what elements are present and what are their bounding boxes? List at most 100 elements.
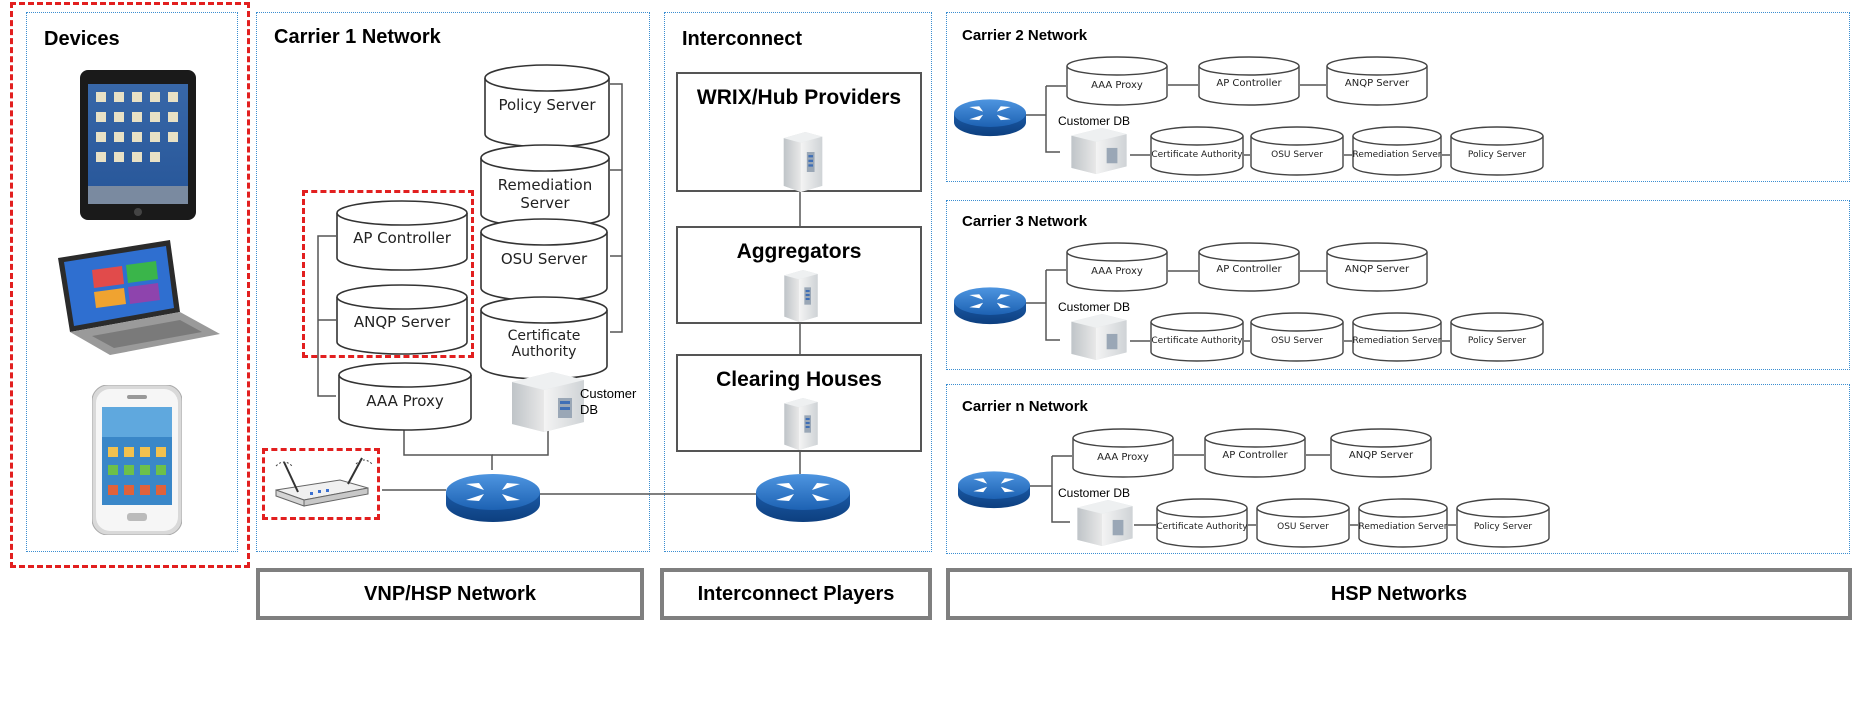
aaa-proxy-db: AAA Proxy — [338, 362, 472, 432]
database-cylinder-icon — [1450, 312, 1544, 362]
cn-osu-server-label: OSU Server — [1277, 522, 1329, 532]
policy-server-label: Policy Server — [498, 96, 596, 114]
osu-server-label: OSU Server — [500, 250, 588, 268]
devices-title: Devices — [44, 28, 120, 50]
cn-ap-controller-label: AP Controller — [1222, 450, 1288, 461]
wrix-hub-providers-box: WRIX/Hub Providers — [676, 72, 922, 192]
server-icon — [784, 270, 818, 322]
c2-osu-server-db: OSU Server — [1250, 126, 1344, 176]
router-icon — [954, 99, 1026, 137]
c3-anqp-server-label: ANQP Server — [1344, 264, 1410, 275]
server-icon — [1071, 314, 1127, 360]
c2-certificate-authority-db: Certificate Authority — [1150, 126, 1244, 176]
c2-aaa-proxy-label: AAA Proxy — [1091, 80, 1143, 91]
osu-server-db: OSU Server — [480, 218, 608, 302]
database-cylinder-icon — [336, 200, 468, 271]
c2-remediation-server-label: Remediation Server — [1352, 150, 1442, 160]
database-cylinder-icon — [1450, 126, 1544, 176]
c3-aaa-proxy-label: AAA Proxy — [1091, 266, 1143, 277]
server-icon — [1077, 500, 1133, 546]
cn-certificate-authority-label: Certificate Authority — [1156, 522, 1248, 532]
database-cylinder-icon — [1330, 428, 1432, 478]
carrier3-panel — [946, 200, 1850, 370]
interconnect-players-footer: Interconnect Players — [660, 568, 932, 620]
carrier2-panel — [946, 12, 1850, 182]
cn-policy-server-db: Policy Server — [1456, 498, 1550, 548]
carriern-title: Carrier n Network — [962, 398, 1088, 415]
aggregators-box: Aggregators — [676, 226, 922, 324]
cn-policy-server-label: Policy Server — [1473, 522, 1533, 532]
database-cylinder-icon — [1072, 428, 1174, 478]
router-icon — [446, 474, 540, 522]
database-cylinder-icon — [1066, 242, 1168, 292]
server-icon — [784, 398, 818, 450]
carrier2-title: Carrier 2 Network — [962, 27, 1088, 44]
certificate-authority-label: Certificate Authority — [507, 328, 581, 360]
ap-controller-label: AP Controller — [353, 229, 451, 247]
database-cylinder-icon — [1204, 428, 1306, 478]
database-cylinder-icon — [1250, 126, 1344, 176]
tablet-icon — [80, 70, 196, 220]
database-cylinder-icon — [1358, 498, 1448, 548]
anqp-server-label: ANQP Server — [353, 313, 451, 331]
aaa-proxy-label: AAA Proxy — [366, 392, 444, 410]
cn-aaa-proxy-label: AAA Proxy — [1097, 452, 1149, 463]
wap-highlight — [262, 448, 380, 520]
c2-ap-controller-db: AP Controller — [1198, 56, 1300, 106]
smartphone-icon — [92, 385, 182, 535]
clearing-houses-box: Clearing Houses — [676, 354, 922, 452]
router-icon — [756, 474, 850, 522]
c3-ap-controller-label: AP Controller — [1216, 264, 1282, 275]
database-cylinder-icon — [1326, 56, 1428, 106]
customer-db-label-line2: DB — [580, 402, 599, 417]
database-cylinder-icon — [1150, 312, 1244, 362]
c3-certificate-authority-label: Certificate Authority — [1151, 336, 1243, 346]
hsp-networks-footer: HSP Networks — [946, 568, 1852, 620]
c3-osu-server-db: OSU Server — [1250, 312, 1344, 362]
database-cylinder-icon — [336, 284, 468, 355]
c2-ap-controller-label: AP Controller — [1216, 78, 1282, 89]
database-cylinder-icon — [480, 144, 610, 228]
database-cylinder-icon — [1256, 498, 1350, 548]
cn-anqp-server-label: ANQP Server — [1348, 450, 1414, 461]
router-icon — [954, 287, 1026, 325]
laptop-icon — [58, 240, 220, 355]
c2-remediation-server-db: Remediation Server — [1352, 126, 1442, 176]
c2-certificate-authority-label: Certificate Authority — [1151, 150, 1243, 160]
c2-anqp-server-db: ANQP Server — [1326, 56, 1428, 106]
database-cylinder-icon — [338, 362, 472, 431]
database-cylinder-icon — [1250, 312, 1344, 362]
ap-anqp-highlight — [302, 190, 474, 358]
ap-controller-db: AP Controller — [336, 200, 468, 272]
vnp-hsp-network-footer: VNP/HSP Network — [256, 568, 644, 620]
interconnect-panel — [664, 12, 932, 552]
c2-policy-server-label: Policy Server — [1467, 150, 1527, 160]
remediation-server-label: Remediation Server — [497, 176, 593, 212]
cn-customer-db-label: Customer DB — [1058, 486, 1131, 500]
policy-server-db: Policy Server — [484, 64, 610, 148]
c3-policy-server-db: Policy Server — [1450, 312, 1544, 362]
server-icon — [783, 132, 823, 192]
cn-certificate-authority-db: Certificate Authority — [1156, 498, 1248, 548]
certificate-authority-db: Certificate Authority — [480, 296, 608, 380]
devices-panel — [26, 12, 238, 552]
wireless-access-point-icon — [275, 457, 373, 507]
cn-aaa-proxy-db: AAA Proxy — [1072, 428, 1174, 478]
c3-aaa-proxy-db: AAA Proxy — [1066, 242, 1168, 292]
c2-osu-server-label: OSU Server — [1271, 150, 1323, 160]
database-cylinder-icon — [1156, 498, 1248, 548]
cn-ap-controller-db: AP Controller — [1204, 428, 1306, 478]
database-cylinder-icon — [1150, 126, 1244, 176]
c3-remediation-server-db: Remediation Server — [1352, 312, 1442, 362]
database-cylinder-icon — [1198, 56, 1300, 106]
c3-customer-db-label: Customer DB — [1058, 300, 1131, 314]
carriern-panel — [946, 384, 1850, 554]
cn-remediation-server-label: Remediation Server — [1358, 522, 1448, 532]
interconnect-title: Interconnect — [682, 28, 803, 50]
c3-certificate-authority-db: Certificate Authority — [1150, 312, 1244, 362]
database-cylinder-icon — [1456, 498, 1550, 548]
devices-highlight — [10, 2, 250, 568]
clearing-houses-label: Clearing Houses — [716, 368, 882, 391]
c3-anqp-server-db: ANQP Server — [1326, 242, 1428, 292]
